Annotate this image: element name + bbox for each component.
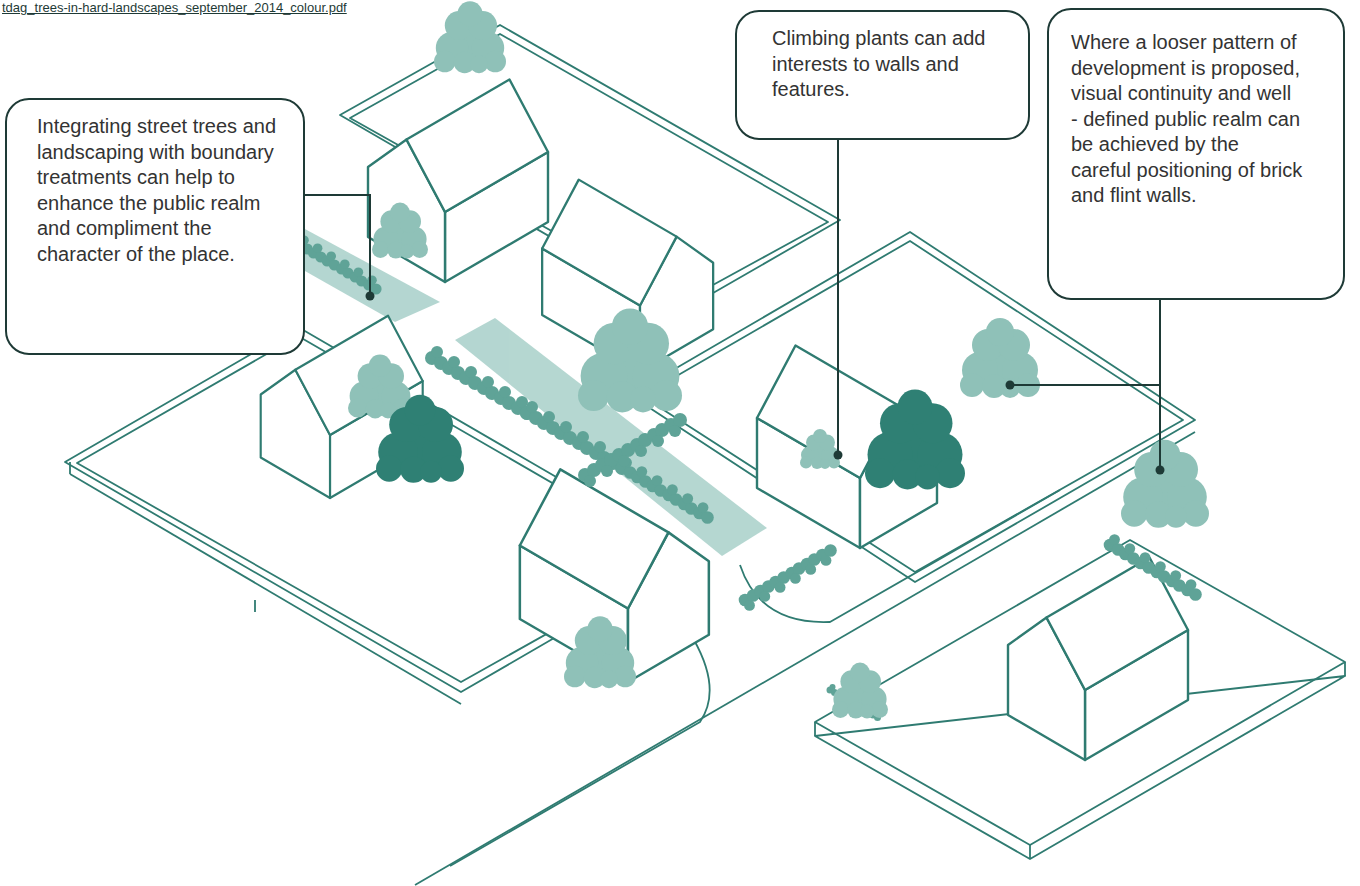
callout-box: Integrating street trees and landscaping…: [5, 98, 305, 355]
callout-box: Where a looser pattern of development is…: [1047, 8, 1345, 300]
callout-box: Climbing plants can add interests to wal…: [735, 10, 1030, 140]
source-file-label: tdag_trees-in-hard-landscapes_september_…: [2, 0, 347, 15]
hedges: [294, 235, 1201, 721]
leader-lines: [305, 140, 1160, 470]
callout-text: Integrating street trees and landscaping…: [37, 114, 282, 267]
trees-dark: [376, 390, 965, 490]
callout-text: Where a looser pattern of development is…: [1071, 30, 1303, 209]
leader-dots: [366, 292, 1165, 475]
callout-text: Climbing plants can add interests to wal…: [772, 26, 987, 103]
